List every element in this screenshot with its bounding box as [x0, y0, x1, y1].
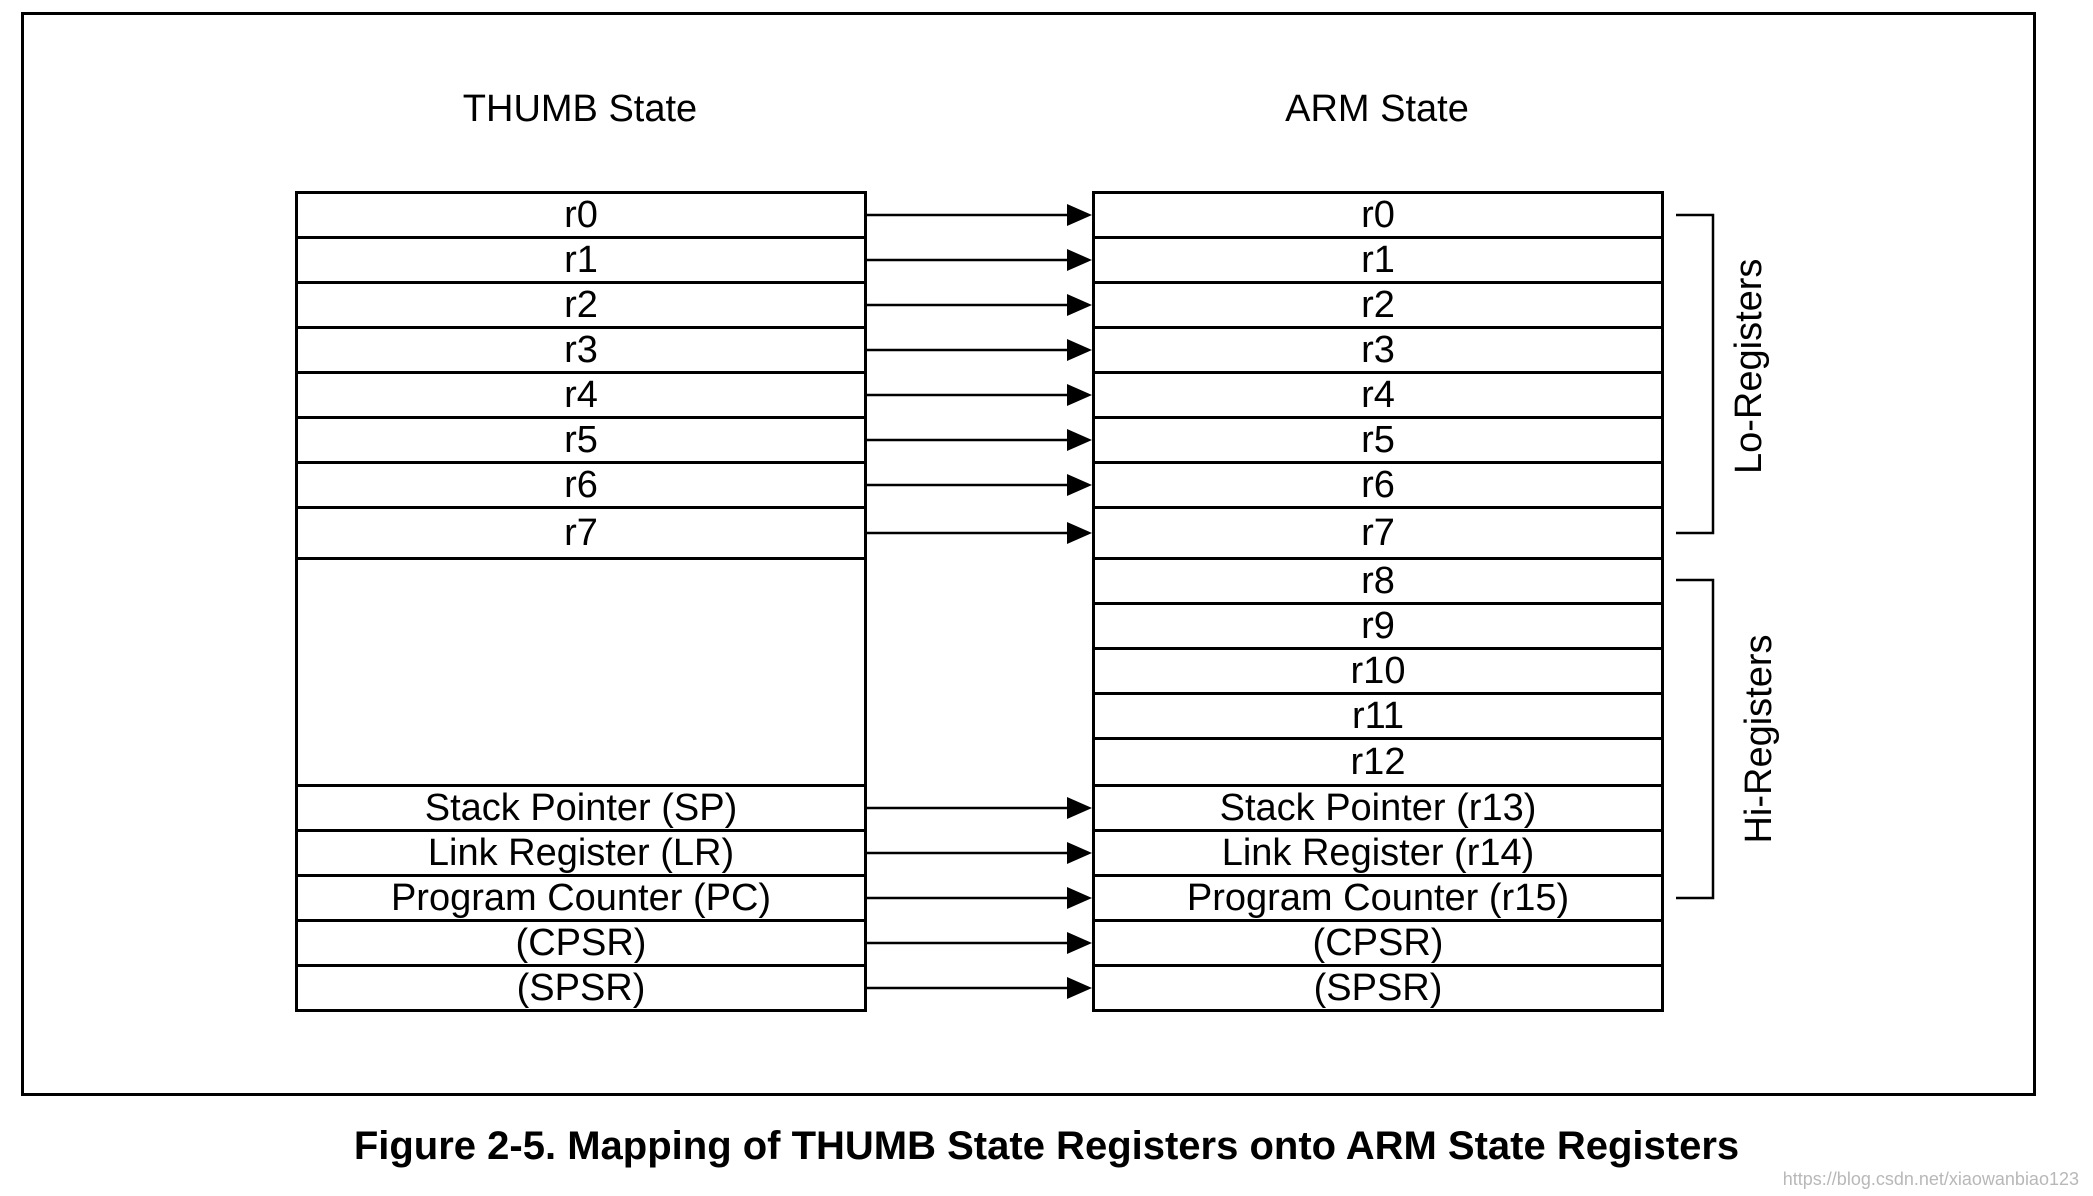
mapping-arrowhead-r3: [1067, 339, 1092, 361]
watermark: https://blog.csdn.net/xiaowanbiao123: [1782, 1169, 2079, 1189]
thumb-register-r4: r4: [295, 371, 867, 419]
thumb-register-r7: r7: [295, 506, 867, 560]
thumb-register-spsr: (SPSR): [295, 964, 867, 1012]
mapping-arrowhead-r6: [1067, 474, 1092, 496]
mapping-arrowhead-r1: [1067, 249, 1092, 271]
thumb-unmapped-space: [295, 557, 867, 787]
figure-caption: Figure 2-5. Mapping of THUMB State Regis…: [353, 1124, 1740, 1168]
thumb-register-r2: r2: [295, 281, 867, 329]
arm-state-title: ARM State: [1285, 88, 1469, 130]
thumb-state-title: THUMB State: [462, 88, 698, 130]
mapping-arrowhead-lr: [1067, 842, 1092, 864]
lo-registers-bracket: [1676, 213, 1715, 535]
arm-register-r6: r6: [1092, 461, 1664, 509]
thumb-register-sp: Stack Pointer (SP): [295, 784, 867, 832]
thumb-register-r6: r6: [295, 461, 867, 509]
mapping-arrowhead-pc: [1067, 887, 1092, 909]
thumb-register-lr: Link Register (LR): [295, 829, 867, 877]
lo-registers-label: Lo-Registers: [1728, 258, 1770, 474]
thumb-register-r1: r1: [295, 236, 867, 284]
mapping-arrowhead-r0: [1067, 204, 1092, 226]
mapping-arrowhead-r4: [1067, 384, 1092, 406]
mapping-arrowhead-spsr: [1067, 977, 1092, 999]
arm-register-r1: r1: [1092, 236, 1664, 284]
hi-registers-label: Hi-Registers: [1738, 634, 1780, 844]
mapping-arrowhead-cpsr: [1067, 932, 1092, 954]
arm-register-r8: r8: [1092, 557, 1664, 605]
mapping-arrowhead-sp: [1067, 797, 1092, 819]
arm-register-r5: r5: [1092, 416, 1664, 464]
arm-register-r9: r9: [1092, 602, 1664, 650]
arm-register-spsr: (SPSR): [1092, 964, 1664, 1012]
mapping-arrowhead-r5: [1067, 429, 1092, 451]
mapping-arrowhead-r2: [1067, 294, 1092, 316]
diagram-frame: [21, 12, 2036, 1096]
hi-registers-bracket: [1676, 578, 1715, 900]
mapping-arrowhead-r7: [1067, 522, 1092, 544]
